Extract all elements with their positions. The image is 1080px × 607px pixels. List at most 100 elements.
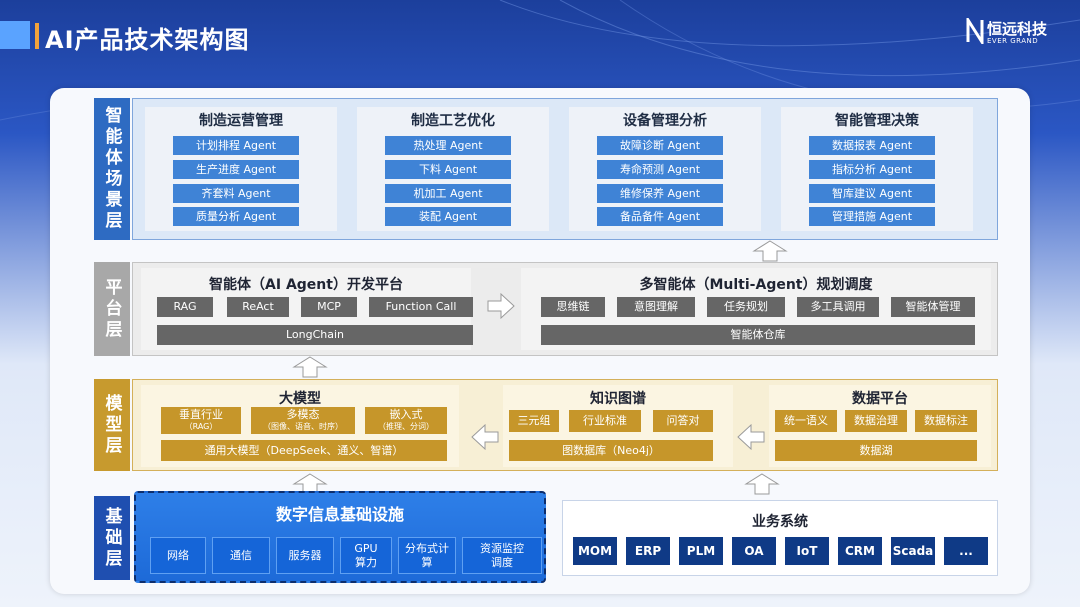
agent-dev-platform: 智能体（AI Agent）开发平台 RAG ReAct MCP Function…	[141, 268, 473, 350]
platform-item: Function Call	[369, 297, 473, 317]
model-item-main: 多模态	[286, 407, 320, 421]
agent-item: 故障诊断 Agent	[597, 136, 723, 155]
agent-item: 指标分析 Agent	[809, 160, 935, 179]
model-item-main: 垂直行业	[179, 407, 223, 421]
scene-group-title: 智能管理决策	[835, 113, 919, 129]
model-item: 嵌入式 （推理、分词）	[365, 407, 447, 434]
scene-group: 制造工艺优化 热处理 Agent 下料 Agent 机加工 Agent 装配 A…	[357, 107, 549, 231]
platform-layer: 平台层 智能体（AI Agent）开发平台 RAG ReAct MCP Func…	[94, 262, 998, 356]
digital-title: 数字信息基础设施	[275, 505, 404, 524]
model-item: 三元组	[509, 410, 559, 432]
agent-dev-title: 智能体（AI Agent）开发平台	[209, 277, 403, 293]
model-item-main: 嵌入式	[389, 407, 423, 421]
up-arrow-icon	[744, 473, 780, 495]
agent-item: 计划排程 Agent	[173, 136, 299, 155]
infra-item-line2: 算	[421, 555, 433, 569]
scene-layer: 智能体场景层 制造运营管理 计划排程 Agent 生产进度 Agent 齐套料 …	[94, 98, 998, 240]
scene-group: 制造运营管理 计划排程 Agent 生产进度 Agent 齐套料 Agent 质…	[145, 107, 337, 231]
kg-group: 知识图谱 三元组 行业标准 问答对 图数据库（Neo4j）	[503, 385, 733, 467]
model-item: 多模态 （图像、语音、时序）	[251, 407, 355, 434]
platform-item: 多工具调用	[797, 297, 879, 317]
agent-item: 装配 Agent	[385, 207, 511, 226]
agent-item: 智库建议 Agent	[809, 184, 935, 203]
infra-item: 资源监控 调度	[462, 537, 542, 574]
business-item: PLM	[679, 537, 723, 565]
model-item: 数据标注	[915, 410, 977, 432]
left-arrow-icon	[737, 424, 765, 450]
infra-item-line1: 资源监控	[480, 541, 524, 555]
agent-item: 机加工 Agent	[385, 184, 511, 203]
model-layer-label: 模型层	[94, 379, 130, 471]
model-item: 垂直行业 （RAG）	[161, 407, 241, 434]
architecture-panel: 智能体场景层 制造运营管理 计划排程 Agent 生产进度 Agent 齐套料 …	[50, 88, 1030, 594]
model-item: 数据治理	[845, 410, 907, 432]
infra-item-line1: 分布式计	[405, 541, 449, 555]
business-item: OA	[732, 537, 776, 565]
infra-item-line2: 调度	[491, 555, 513, 569]
scene-layer-body: 制造运营管理 计划排程 Agent 生产进度 Agent 齐套料 Agent 质…	[132, 98, 998, 240]
scene-group-title: 设备管理分析	[623, 113, 707, 129]
digital-infrastructure: 数字信息基础设施 网络 通信 服务器 GPU 算力	[134, 491, 546, 583]
left-arrow-icon	[471, 424, 499, 450]
model-item-sub: （推理、分词）	[378, 421, 434, 431]
up-arrow-icon	[752, 240, 788, 262]
page-title: AI产品技术架构图	[45, 26, 250, 54]
platform-base: LongChain	[157, 325, 473, 345]
agent-item: 热处理 Agent	[385, 136, 511, 155]
business-item: ERP	[626, 537, 670, 565]
data-platform-group: 数据平台 统一语义 数据治理 数据标注 数据湖	[769, 385, 991, 467]
platform-item: 思维链	[541, 297, 605, 317]
infra-item-line2: 算力	[355, 555, 377, 569]
infra-item-line1: 服务器	[288, 548, 322, 562]
header-accent	[35, 23, 39, 49]
base-layer-body: 数字信息基础设施 网络 通信 服务器 GPU 算力	[132, 491, 998, 583]
model-item-sub: （图像、语音、时序）	[263, 421, 343, 431]
scene-group: 智能管理决策 数据报表 Agent 指标分析 Agent 智库建议 Agent …	[781, 107, 973, 231]
agent-item: 管理措施 Agent	[809, 207, 935, 226]
kg-title: 知识图谱	[590, 391, 646, 407]
multi-agent-title: 多智能体（Multi-Agent）规划调度	[639, 277, 873, 293]
model-item: 统一语义	[775, 410, 837, 432]
platform-item: 智能体管理	[891, 297, 975, 317]
platform-item: ReAct	[227, 297, 289, 317]
platform-layer-body: 智能体（AI Agent）开发平台 RAG ReAct MCP Function…	[132, 262, 998, 356]
model-item-sub: （RAG）	[184, 421, 218, 431]
scene-group-title: 制造工艺优化	[411, 113, 495, 129]
model-item: 行业标准	[569, 410, 641, 432]
business-item: ...	[944, 537, 988, 565]
model-base: 数据湖	[775, 440, 977, 461]
scene-layer-label: 智能体场景层	[94, 98, 130, 240]
model-item: 问答对	[653, 410, 713, 432]
agent-item: 质量分析 Agent	[173, 207, 299, 226]
platform-item: 任务规划	[707, 297, 785, 317]
agent-item: 寿命预测 Agent	[597, 160, 723, 179]
base-layer-label: 基础层	[94, 496, 130, 580]
infra-item: 网络	[150, 537, 206, 574]
logo-name: 恒远科技	[987, 20, 1048, 38]
business-systems: 业务系统 MOM ERP PLM OA IoT CRM Scada ...	[562, 500, 998, 576]
company-logo: 恒远科技 EVER GRAND	[966, 18, 1066, 46]
business-item: Scada	[891, 537, 935, 565]
infra-item-line1: GPU	[354, 541, 378, 555]
header-bar	[0, 21, 30, 49]
scene-group-title: 制造运营管理	[199, 113, 283, 129]
agent-item: 下料 Agent	[385, 160, 511, 179]
agent-item: 齐套料 Agent	[173, 184, 299, 203]
infra-item: GPU 算力	[340, 537, 392, 574]
business-item: IoT	[785, 537, 829, 565]
infra-item-line1: 通信	[230, 548, 252, 562]
business-item: CRM	[838, 537, 882, 565]
model-base: 通用大模型（DeepSeek、通义、智谱）	[161, 440, 447, 461]
logo-subtitle: EVER GRAND	[987, 37, 1039, 45]
model-base: 图数据库（Neo4j）	[509, 440, 713, 461]
model-layer-body: 大模型 垂直行业 （RAG） 多模态 （图像、语音、时序） 嵌入式 （推理、分词…	[132, 379, 998, 471]
llm-group: 大模型 垂直行业 （RAG） 多模态 （图像、语音、时序） 嵌入式 （推理、分词…	[141, 385, 459, 467]
infra-item-line1: 网络	[167, 548, 189, 562]
right-arrow-icon	[487, 293, 515, 319]
model-layer: 模型层 大模型 垂直行业 （RAG） 多模态 （图像、语音、时序） 嵌入式 （推…	[94, 379, 998, 471]
business-item: MOM	[573, 537, 617, 565]
agent-item: 生产进度 Agent	[173, 160, 299, 179]
platform-layer-label: 平台层	[94, 262, 130, 356]
platform-item: MCP	[301, 297, 357, 317]
agent-item: 备品备件 Agent	[597, 207, 723, 226]
